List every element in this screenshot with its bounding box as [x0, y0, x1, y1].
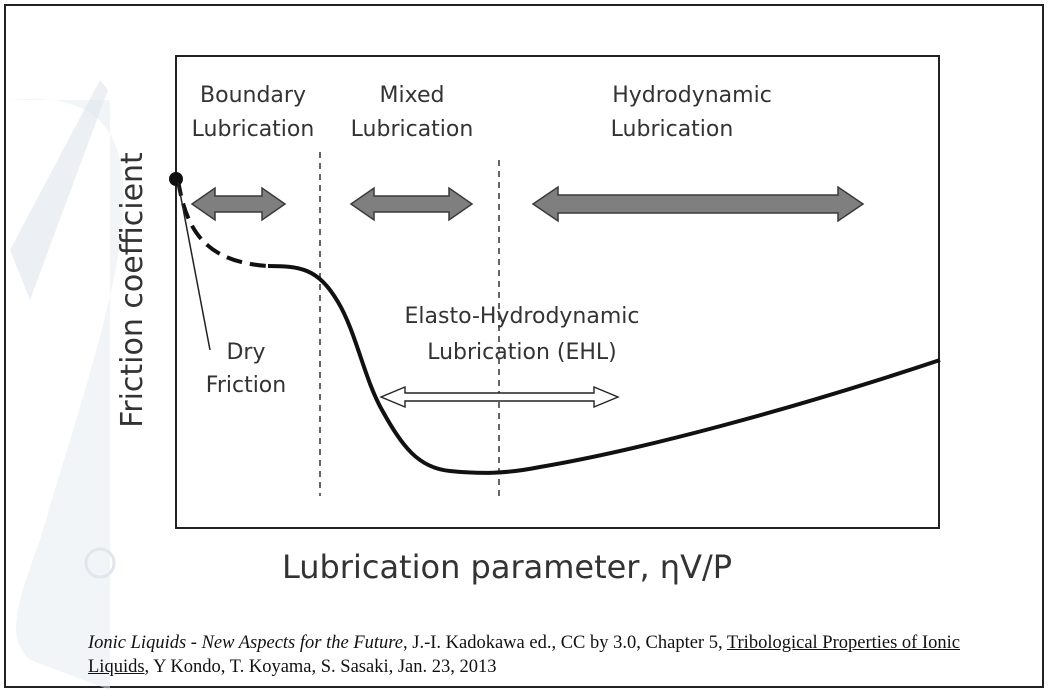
boundary-label-line1: Boundary	[200, 83, 306, 108]
mixed-label-line2: Lubrication	[351, 117, 474, 142]
friction-curve	[267, 264, 941, 475]
dry-friction-label-line2: Friction	[206, 373, 286, 398]
boundary-label-line2: Lubrication	[192, 117, 315, 142]
chapter-title-link[interactable]: Tribological Properties of Ionic Liquids	[88, 633, 960, 677]
dry-friction-label-line1: Dry	[226, 340, 265, 365]
watermark-logo	[10, 80, 124, 690]
dry-friction-pointer	[177, 181, 211, 351]
ehl-range-arrow	[379, 385, 620, 409]
hydrodynamic-range-arrow	[531, 185, 865, 223]
hydrodynamic-label-line2: Lubrication	[611, 117, 734, 142]
ehl-label-line1: Elasto-Hydrodynamic	[405, 304, 640, 329]
boundary-range-arrow	[190, 186, 287, 222]
x-axis-label: Lubrication parameter, ηV/P	[282, 548, 732, 586]
caption-part1: , J.-I. Kadokawa ed., CC by 3.0, Chapter…	[403, 633, 727, 653]
plot-area	[175, 55, 940, 529]
y-axis-label: Friction coefficient	[115, 152, 150, 428]
hydrodynamic-label-line1: Hydrodynamic	[612, 83, 772, 108]
book-title: Ionic Liquids - New Aspects for the Futu…	[88, 633, 403, 653]
source-caption: Ionic Liquids - New Aspects for the Futu…	[88, 631, 988, 679]
mixed-range-arrow	[349, 186, 474, 222]
mixed-label-line1: Mixed	[380, 83, 445, 108]
dry-friction-point	[169, 172, 183, 186]
caption-part2: , Y Kondo, T. Koyama, S. Sasaki, Jan. 23…	[144, 657, 497, 677]
ehl-label-line2: Lubrication (EHL)	[427, 340, 617, 365]
